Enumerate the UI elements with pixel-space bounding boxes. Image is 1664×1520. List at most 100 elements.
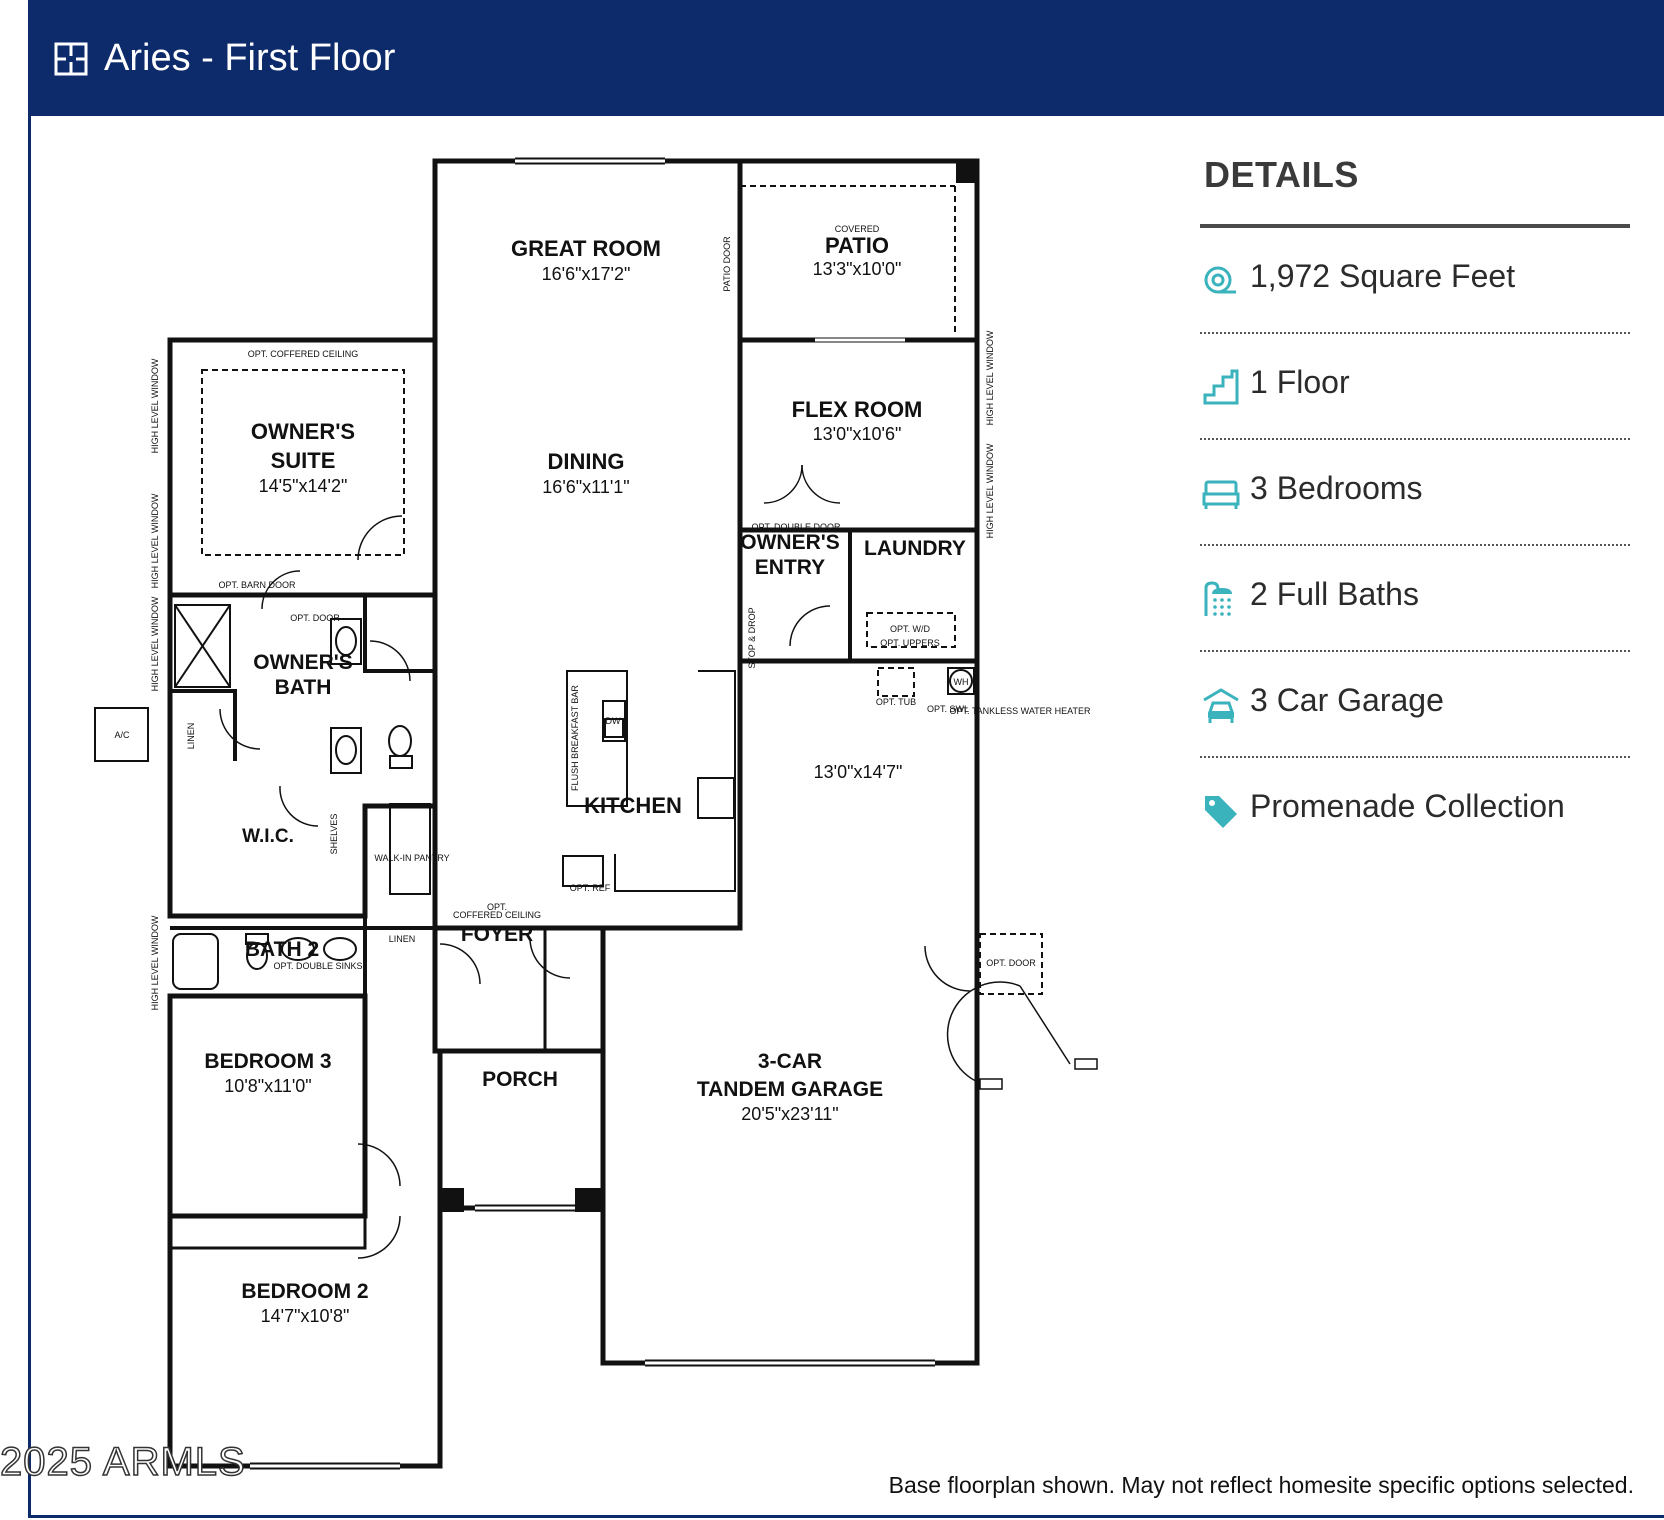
opt-wd-outline bbox=[866, 612, 956, 648]
walk-in-pantry-note: WALK-IN PANTRY bbox=[374, 853, 449, 863]
details-title: DETAILS bbox=[1204, 154, 1359, 195]
bedroom-3-walls bbox=[167, 993, 368, 1219]
stairs-icon bbox=[1203, 369, 1239, 405]
great-room-dim: 16'6"x17'2" bbox=[542, 264, 631, 284]
bedroom-2-dim: 14'7"x10'8" bbox=[261, 1306, 350, 1326]
footnote: Base floorplan shown. May not reflect ho… bbox=[888, 1472, 1634, 1498]
flex-room-dim: 13'0"x10'6" bbox=[813, 424, 902, 444]
owners-entry-name-2: ENTRY bbox=[755, 556, 825, 579]
owners-suite-walls bbox=[167, 337, 438, 598]
kitchen-counter bbox=[614, 670, 736, 892]
page-title: Aries - First Floor bbox=[104, 37, 396, 79]
high-level-window-note: HIGH LEVEL WINDOW bbox=[150, 915, 160, 1010]
car-icon bbox=[1203, 688, 1239, 723]
opt-double-sinks-note: OPT. DOUBLE SINKS bbox=[273, 961, 362, 971]
detail-text: 3 Car Garage bbox=[1250, 682, 1444, 718]
dining-name: DINING bbox=[548, 449, 625, 474]
bed-icon bbox=[1202, 480, 1240, 509]
high-level-window-note: HIGH LEVEL WINDOW bbox=[150, 596, 160, 691]
floorplan-icon bbox=[54, 42, 88, 76]
ac-unit bbox=[94, 707, 149, 762]
garage-dim: 20'5"x23'11" bbox=[741, 1104, 838, 1124]
ac-note: A/C bbox=[114, 730, 130, 740]
dw-note: DW bbox=[606, 716, 621, 726]
coffered-ceiling-note: COFFERED CEILING bbox=[453, 910, 541, 920]
owners-entry-name-1: OWNER'S bbox=[740, 531, 840, 554]
garage-tandem-dim: 13'0"x14'7" bbox=[814, 762, 903, 782]
opt-uppers-note: OPT. UPPERS bbox=[880, 638, 940, 648]
high-level-window-note: HIGH LEVEL WINDOW bbox=[985, 443, 995, 538]
owners-bath-name-1: OWNER'S bbox=[253, 651, 353, 674]
high-level-window-note: HIGH LEVEL WINDOW bbox=[985, 330, 995, 425]
header-bar: Aries - First Floor bbox=[28, 0, 1664, 116]
foyer-name: FOYER bbox=[461, 923, 533, 946]
detail-item-floors: 1 Floor bbox=[1200, 334, 1630, 440]
high-level-window-note: HIGH LEVEL WINDOW bbox=[150, 493, 160, 588]
opt-double-door-note: OPT. DOUBLE DOOR bbox=[751, 522, 841, 532]
detail-item-garage: 3 Car Garage bbox=[1200, 652, 1630, 758]
details-divider bbox=[1200, 224, 1630, 228]
opt-barn-door-note: OPT. BARN DOOR bbox=[218, 580, 296, 590]
patio-note: COVERED bbox=[835, 224, 880, 234]
patio-name: PATIO bbox=[825, 233, 889, 258]
opt-coffered-ceiling-outline bbox=[201, 369, 405, 556]
flex-room-name: FLEX ROOM bbox=[792, 397, 923, 422]
square-feet-icon bbox=[1204, 266, 1236, 294]
owners-suite-name-1: OWNER'S bbox=[251, 419, 355, 444]
porch-name: PORCH bbox=[482, 1068, 558, 1091]
detail-text: Promenade Collection bbox=[1250, 788, 1565, 824]
detail-item-bedrooms: 3 Bedrooms bbox=[1200, 440, 1630, 546]
tag-icon bbox=[1205, 796, 1237, 828]
patio-dim: 13'3"x10'0" bbox=[813, 259, 902, 279]
owners-bath-name-2: BATH bbox=[275, 676, 332, 699]
detail-text: 1,972 Square Feet bbox=[1250, 258, 1516, 294]
bedroom-3-name: BEDROOM 3 bbox=[204, 1050, 331, 1073]
bedroom-2-walls bbox=[167, 1051, 443, 1469]
opt-tankless-note: OPT. TANKLESS WATER HEATER bbox=[949, 706, 1091, 716]
bath-2-name: BATH 2 bbox=[245, 938, 319, 961]
watermark: 2025 ARMLS bbox=[0, 1439, 246, 1485]
garage-name-1: 3-CAR bbox=[758, 1050, 822, 1073]
floor-plan: GREAT ROOM 16'6"x17'2" COVERED PATIO 13'… bbox=[94, 157, 1098, 1470]
opt-tub-outline bbox=[877, 667, 915, 697]
great-room-name: GREAT ROOM bbox=[511, 236, 661, 261]
opt-swl-note: OPT. SWL bbox=[927, 704, 969, 714]
owners-suite-name-2: SUITE bbox=[271, 448, 336, 473]
opt-tub-note: OPT. TUB bbox=[876, 697, 916, 707]
detail-text: 2 Full Baths bbox=[1250, 576, 1419, 612]
linen-closet-note: LINEN bbox=[186, 723, 196, 750]
foyer-walls bbox=[432, 928, 603, 1054]
shelves-note: SHELVES bbox=[329, 814, 339, 855]
owners-suite-dim: 14'5"x14'2" bbox=[259, 476, 348, 496]
bedroom-3-dim: 10'8"x11'0" bbox=[224, 1076, 311, 1096]
detail-item-collection: Promenade Collection bbox=[1200, 758, 1630, 862]
flush-breakfast-bar-note: FLUSH BREAKFAST BAR bbox=[570, 685, 580, 791]
opt-door-outline bbox=[979, 933, 1043, 995]
stop-drop-note: STOP & DROP bbox=[747, 607, 757, 668]
opt-wd-note: OPT. W/D bbox=[890, 624, 930, 634]
garage-walls bbox=[600, 658, 980, 1366]
detail-text: 3 Bedrooms bbox=[1250, 470, 1423, 506]
water-heater-note: WH bbox=[954, 677, 969, 687]
opt-door-note: OPT. DOOR bbox=[290, 613, 340, 623]
dining-dim: 16'6"x11'1" bbox=[542, 477, 629, 497]
detail-text: 1 Floor bbox=[1250, 364, 1350, 400]
kitchen-name: KITCHEN bbox=[584, 793, 682, 818]
opt-coffered-ceiling-note: OPT. COFFERED CEILING bbox=[248, 349, 359, 359]
laundry-name: LAUNDRY bbox=[864, 537, 966, 560]
opt-note: OPT. bbox=[487, 902, 507, 912]
details-panel: DETAILS 1,972 Square Feet 1 Floor 3 Bedr… bbox=[1200, 150, 1630, 862]
detail-item-baths: 2 Full Baths bbox=[1200, 546, 1630, 652]
wic-name: W.I.C. bbox=[242, 826, 294, 847]
opt-door-garage-note: OPT. DOOR bbox=[986, 958, 1036, 968]
kitchen-island bbox=[566, 670, 628, 807]
bedroom-2-name: BEDROOM 2 bbox=[241, 1280, 368, 1303]
page-frame bbox=[28, 0, 1664, 1518]
opt-ref-note: OPT. REF bbox=[570, 883, 611, 893]
patio-door-note: PATIO DOOR bbox=[722, 236, 732, 292]
shower-icon bbox=[1204, 581, 1232, 616]
detail-item-square-feet: 1,972 Square Feet bbox=[1200, 228, 1630, 334]
high-level-window-note: HIGH LEVEL WINDOW bbox=[150, 358, 160, 453]
linen-note: LINEN bbox=[389, 934, 416, 944]
garage-name-2: TANDEM GARAGE bbox=[697, 1078, 883, 1101]
